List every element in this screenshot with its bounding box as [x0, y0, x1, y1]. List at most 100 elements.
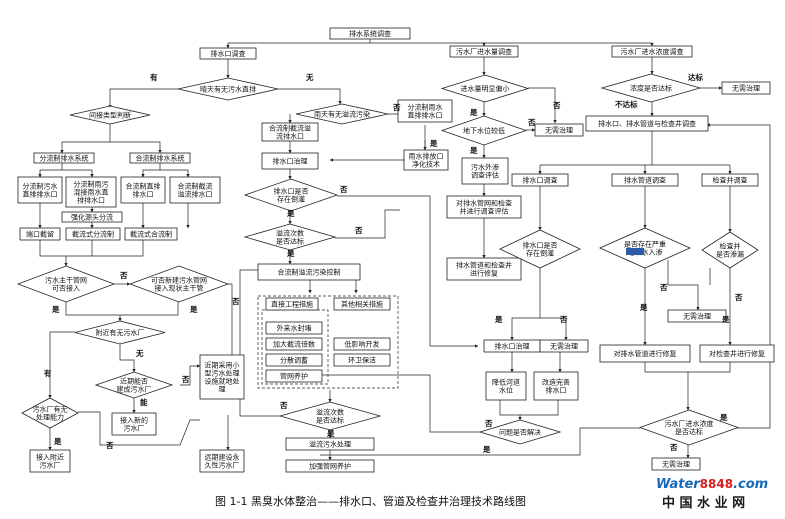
node-shape — [69, 105, 151, 125]
edge-label-yes: 是 — [429, 138, 438, 148]
node-label: 排水口治理 — [273, 157, 308, 166]
node-shape — [333, 297, 391, 311]
edge-label-no: 否 — [231, 297, 240, 306]
watermark-brand-b: 8848 — [700, 477, 733, 491]
edge-label-no: 否 — [339, 185, 348, 194]
node-label: 排水系统调查 — [349, 29, 391, 38]
node-shape — [539, 339, 589, 353]
node-label: 可否新建污水管网 — [151, 276, 207, 285]
node-shape — [129, 152, 191, 164]
node-shape — [243, 178, 339, 212]
node-no-treat1: 无需治理 — [534, 123, 584, 137]
node-shape — [403, 149, 449, 171]
node-label: 外来水封堵 — [277, 324, 312, 333]
node-shape — [534, 123, 584, 137]
edge-label-no: 否 — [354, 226, 363, 235]
node-label: 直排排水口 — [23, 190, 58, 199]
node-shape — [611, 173, 679, 187]
node-shape — [94, 371, 174, 399]
node-label: 调查评估 — [471, 171, 499, 180]
edge-label-can: 能 — [140, 397, 148, 407]
node-label: 强化源头分流 — [71, 213, 113, 222]
node-label: 合流制截流溢 — [269, 124, 311, 133]
node-label: 井进行调查评估 — [460, 207, 509, 216]
highlight-mark — [626, 248, 644, 255]
node-label: 对检查井进行修复 — [709, 349, 765, 358]
node-label: 检查井 — [720, 242, 741, 251]
node-label: 是否渗漏 — [716, 250, 744, 259]
node-shape — [499, 229, 581, 269]
node-label: 分流制雨水 — [408, 103, 443, 112]
node-shape — [265, 321, 323, 335]
node-label: 排水口调查 — [523, 176, 558, 185]
connectors — [38, 38, 771, 461]
node-label: 溢流次数 — [316, 408, 344, 417]
node-shape — [61, 211, 123, 223]
node-label: 设施就地处 — [205, 377, 240, 386]
node-combined-sys: 合流制排水系统 — [129, 152, 191, 164]
node-shape — [333, 353, 391, 367]
node-shape — [397, 99, 453, 123]
edge-label-no: 否 — [484, 419, 493, 428]
edge-label-no: 否 — [105, 441, 114, 450]
node-label: 排水口治理 — [495, 342, 530, 351]
node-shape — [295, 103, 389, 125]
node-label: 排水口、排水管道与检查井调查 — [598, 119, 696, 128]
node-shape — [199, 354, 245, 400]
node-shape — [177, 77, 279, 101]
node-shape — [33, 152, 95, 164]
node-label: 分流制排水系统 — [40, 154, 89, 163]
node-strengthen: 强化源头分流 — [61, 211, 123, 223]
node-no-treat3: 无需治理 — [539, 339, 589, 353]
edge-label-none: 无 — [135, 349, 144, 358]
node-shape — [124, 227, 178, 241]
node-label: 污水厂进水浓度调查 — [621, 47, 684, 56]
node-label: 建成污水厂 — [117, 385, 152, 394]
node-other-meas: 其他相关措施 — [333, 297, 391, 311]
node-label: 进水量明显偏小 — [461, 84, 510, 93]
node-shape — [461, 157, 509, 185]
node-label: 合流制截流 — [178, 182, 213, 191]
node-shape — [257, 263, 361, 281]
node-label: 雨水排放口 — [409, 152, 444, 161]
node-label: 处理能力 — [36, 413, 64, 422]
edge-label-std_ok: 达标 — [688, 72, 703, 82]
node-label: 直排排水口 — [408, 111, 443, 120]
node-label: 存在倒灌 — [277, 195, 305, 204]
node-label: 晴天有无污水直排 — [200, 85, 256, 94]
node-label: 无需治理 — [550, 342, 578, 351]
node-label: 久性污水厂 — [205, 461, 240, 470]
watermark-brand-a: Water — [656, 477, 701, 492]
node-pipe-maint: 管网养护 — [265, 369, 323, 383]
node-shape — [74, 320, 166, 345]
edge-label-no: 否 — [527, 118, 536, 127]
node-wwtp-volume: 污水厂进水量调查 — [449, 45, 519, 58]
node-no-treat4: 无需治理 — [667, 309, 727, 323]
node-q-low-water: 进水量明显偏小 — [440, 74, 530, 103]
node-label: 合流制溢流污染控制 — [278, 268, 341, 277]
node-shape — [261, 152, 319, 170]
node-label: 近期采用小 — [205, 361, 240, 370]
edge-label-yes: 是 — [469, 145, 478, 155]
node-shape — [329, 27, 411, 40]
node-no-treat5: 无需治理 — [651, 457, 701, 471]
node-region-type: 间接类型判断 — [69, 105, 151, 125]
node-shape — [440, 115, 528, 146]
node-label: 截流式分流制 — [72, 230, 114, 239]
node-top: 排水系统调查 — [329, 27, 411, 40]
node-label: 溢流排水口 — [178, 190, 213, 199]
node-shape — [169, 176, 221, 204]
node-label: 排水管道和检查井 — [456, 261, 512, 270]
edge-label-yes: 是 — [286, 248, 295, 258]
svg-text:Water8848.com: Water8848.com — [656, 477, 768, 492]
